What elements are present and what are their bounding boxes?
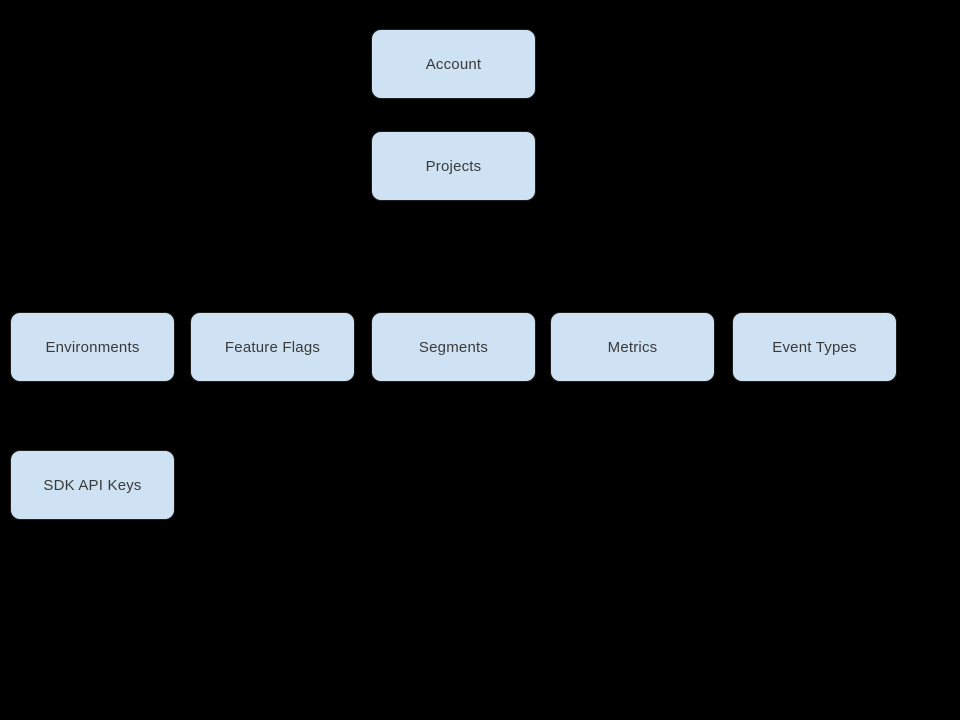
diagram-node-metrics: Metrics	[550, 312, 715, 382]
diagram-node-segments: Segments	[371, 312, 536, 382]
node-label: Environments	[45, 338, 140, 356]
diagram-node-environments: Environments	[10, 312, 175, 382]
node-label: Account	[425, 55, 482, 73]
node-label: Segments	[418, 338, 489, 356]
diagram-node-feature-flags: Feature Flags	[190, 312, 355, 382]
diagram-node-projects: Projects	[371, 131, 536, 201]
node-label: Event Types	[772, 338, 857, 356]
diagram-node-account: Account	[371, 29, 536, 99]
node-label: Projects	[425, 157, 482, 175]
diagram-node-event-types: Event Types	[732, 312, 897, 382]
node-label: Feature Flags	[224, 338, 321, 356]
node-label: SDK API Keys	[43, 476, 142, 494]
diagram-node-sdk-api-keys: SDK API Keys	[10, 450, 175, 520]
node-label: Metrics	[607, 338, 658, 356]
